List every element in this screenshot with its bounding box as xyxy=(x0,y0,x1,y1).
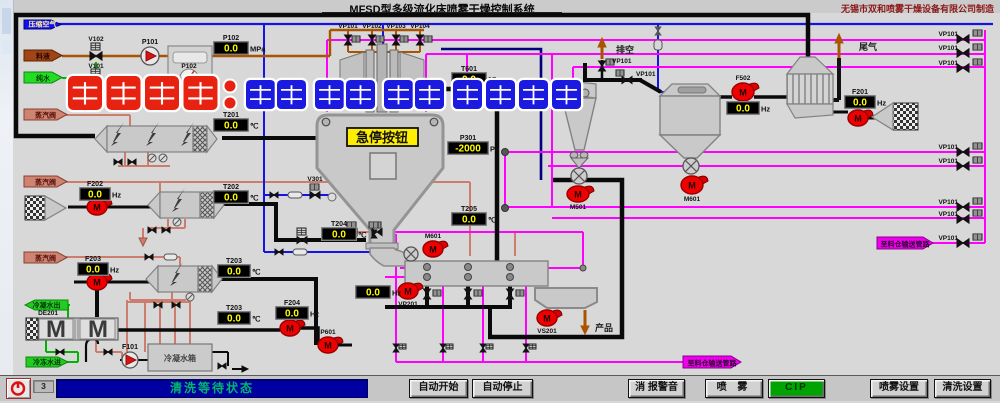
svg-text:M: M xyxy=(88,316,108,343)
svg-text:VP104: VP104 xyxy=(410,23,430,30)
svg-text:M: M xyxy=(854,113,862,123)
svg-text:VP101: VP101 xyxy=(338,23,358,30)
svg-text:料液: 料液 xyxy=(36,52,51,61)
svg-text:T202: T202 xyxy=(223,184,239,191)
svg-text:蒸汽阀: 蒸汽阀 xyxy=(35,111,56,120)
svg-text:℃: ℃ xyxy=(250,122,259,131)
svg-text:F502: F502 xyxy=(736,75,751,82)
svg-text:压缩空气: 压缩空气 xyxy=(29,20,57,29)
svg-text:冷凝水箱: 冷凝水箱 xyxy=(164,353,196,363)
svg-text:0.0: 0.0 xyxy=(227,314,241,325)
svg-text:VP101: VP101 xyxy=(938,45,958,52)
svg-text:M501: M501 xyxy=(570,204,587,211)
svg-text:P102: P102 xyxy=(223,35,239,42)
svg-text:至料仓输送管路: 至料仓输送管路 xyxy=(688,359,738,368)
svg-text:蒸汽阀: 蒸汽阀 xyxy=(35,178,56,187)
svg-text:排空: 排空 xyxy=(616,44,634,55)
svg-text:P301: P301 xyxy=(460,135,476,142)
svg-text:0.0: 0.0 xyxy=(332,230,346,241)
svg-text:VP101: VP101 xyxy=(938,144,958,151)
svg-text:0.0: 0.0 xyxy=(736,104,750,115)
svg-text:℃: ℃ xyxy=(252,315,261,324)
svg-text:VP103: VP103 xyxy=(386,23,406,30)
svg-text:M: M xyxy=(688,180,696,190)
svg-text:冷冻水进: 冷冻水进 xyxy=(33,358,61,367)
svg-text:F203: F203 xyxy=(85,256,101,263)
svg-text:M: M xyxy=(543,313,551,323)
svg-text:-2000: -2000 xyxy=(455,144,481,155)
svg-text:0.0: 0.0 xyxy=(88,190,102,201)
svg-text:0.0: 0.0 xyxy=(462,215,476,226)
svg-text:Pa: Pa xyxy=(490,145,500,154)
svg-text:℃: ℃ xyxy=(250,194,259,203)
svg-text:F201: F201 xyxy=(852,89,868,96)
svg-text:M: M xyxy=(739,87,747,97)
svg-text:℃: ℃ xyxy=(252,268,261,277)
svg-text:M: M xyxy=(324,340,332,350)
svg-text:F101: F101 xyxy=(122,344,138,351)
svg-text:T205: T205 xyxy=(461,206,477,213)
svg-text:℃: ℃ xyxy=(358,231,367,240)
svg-text:0.0: 0.0 xyxy=(224,193,238,204)
svg-text:VP101: VP101 xyxy=(938,31,958,38)
svg-text:VP101: VP101 xyxy=(612,58,632,65)
svg-text:℃: ℃ xyxy=(488,216,497,225)
svg-text:P102: P102 xyxy=(181,63,197,70)
svg-text:VP101: VP101 xyxy=(938,158,958,165)
svg-text:T203: T203 xyxy=(226,258,242,265)
svg-text:VP101: VP101 xyxy=(938,235,958,242)
svg-text:V102: V102 xyxy=(88,36,104,43)
svg-text:Hz: Hz xyxy=(310,310,319,319)
svg-text:至料仓输送管路: 至料仓输送管路 xyxy=(881,240,931,249)
svg-text:T204: T204 xyxy=(331,221,347,228)
svg-text:0.0: 0.0 xyxy=(86,265,100,276)
svg-text:蒸汽阀: 蒸汽阀 xyxy=(35,254,56,263)
svg-text:P101: P101 xyxy=(142,39,158,46)
svg-text:Hz: Hz xyxy=(392,289,401,298)
svg-text:M601: M601 xyxy=(425,233,442,240)
svg-text:冷凝水出: 冷凝水出 xyxy=(33,301,61,310)
svg-text:Hz: Hz xyxy=(761,105,770,114)
svg-text:M601: M601 xyxy=(684,196,701,203)
svg-text:0.0: 0.0 xyxy=(366,288,380,299)
svg-text:纯水: 纯水 xyxy=(36,74,51,83)
svg-text:VP101: VP101 xyxy=(938,211,958,218)
svg-text:M: M xyxy=(93,202,101,212)
svg-text:VP201: VP201 xyxy=(398,301,418,308)
svg-text:0.0: 0.0 xyxy=(227,267,241,278)
svg-text:T201: T201 xyxy=(223,112,239,119)
svg-text:M: M xyxy=(404,286,412,296)
svg-text:VP101: VP101 xyxy=(938,60,958,67)
svg-text:Hz: Hz xyxy=(110,266,119,275)
svg-text:M: M xyxy=(429,244,437,254)
svg-text:VS201: VS201 xyxy=(537,328,557,335)
svg-text:VP101: VP101 xyxy=(636,71,656,78)
svg-text:F204: F204 xyxy=(284,300,300,307)
svg-text:0.0: 0.0 xyxy=(224,121,238,132)
svg-text:M: M xyxy=(574,189,582,199)
svg-text:M: M xyxy=(93,277,101,287)
svg-text:M: M xyxy=(286,323,294,333)
svg-text:尾气: 尾气 xyxy=(858,41,877,52)
svg-text:T203: T203 xyxy=(226,305,242,312)
svg-text:0.0: 0.0 xyxy=(224,44,238,55)
svg-text:0.0: 0.0 xyxy=(853,98,867,109)
svg-text:MPa: MPa xyxy=(250,45,266,54)
svg-text:DE201: DE201 xyxy=(38,310,58,317)
svg-text:VP101: VP101 xyxy=(938,199,958,206)
svg-text:产品: 产品 xyxy=(595,322,613,333)
svg-text:V301: V301 xyxy=(307,176,323,183)
svg-text:VP102: VP102 xyxy=(362,23,382,30)
svg-text:P601: P601 xyxy=(320,329,336,336)
svg-text:0.0: 0.0 xyxy=(285,309,299,320)
svg-text:急停按钮: 急停按钮 xyxy=(356,130,408,145)
svg-text:F202: F202 xyxy=(87,181,103,188)
svg-text:M: M xyxy=(46,316,66,343)
svg-text:Hz: Hz xyxy=(877,99,886,108)
svg-text:Hz: Hz xyxy=(112,191,121,200)
svg-text:T601: T601 xyxy=(461,66,477,73)
svg-text:V101: V101 xyxy=(88,63,104,70)
